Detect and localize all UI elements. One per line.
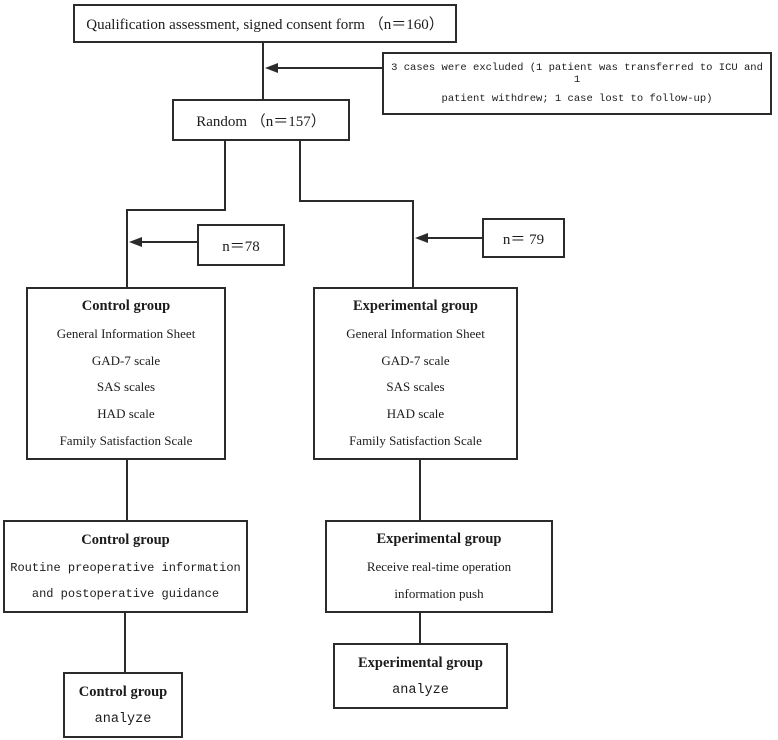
connector-experimental-assessment-to-intervention	[419, 459, 421, 520]
experimental-analysis-title: Experimental group	[358, 654, 483, 671]
connector-left-branch-horizontal	[126, 209, 226, 211]
control-assessment-title: Control group	[81, 298, 171, 315]
exclusion-arrowhead-icon	[265, 63, 278, 73]
experimental-n-label: n＝ 79	[502, 231, 545, 248]
qualification-box: Qualification assessment, signed consent…	[73, 4, 457, 43]
connector-experimental-intervention-to-analysis	[419, 612, 421, 643]
control-analysis-box: Control group analyze	[63, 672, 183, 738]
control-assessment-box: Control group General Information Sheet …	[26, 287, 226, 460]
control-intervention-box: Control group Routine preoperative infor…	[3, 520, 248, 613]
experimental-intervention-line2: information push	[394, 585, 484, 601]
random-label: Random （n＝157）	[196, 113, 326, 130]
connector-n78-horizontal	[140, 241, 197, 243]
control-analysis-title: Control group	[78, 683, 168, 700]
assessment-item: General Information Sheet	[346, 325, 485, 341]
n79-arrowhead-icon	[415, 233, 428, 243]
experimental-assessment-box: Experimental group General Information S…	[313, 287, 518, 460]
experimental-intervention-box: Experimental group Receive real-time ope…	[325, 520, 553, 613]
connector-right-branch-down	[412, 200, 414, 287]
connector-left-branch-down	[126, 209, 128, 287]
assessment-item: SAS scales	[96, 379, 156, 395]
assessment-item: GAD-7 scale	[91, 352, 161, 368]
qualification-label: Qualification assessment, signed consent…	[86, 17, 444, 33]
experimental-assessment-title: Experimental group	[353, 298, 478, 315]
control-intervention-line2: and postoperative guidance	[31, 587, 220, 601]
assessment-item: HAD scale	[97, 405, 155, 421]
assessment-item: Family Satisfaction Scale	[59, 432, 193, 448]
assessment-item: Family Satisfaction Scale	[349, 432, 482, 448]
assessment-item: HAD scale	[386, 405, 445, 421]
experimental-intervention-title: Experimental group	[376, 531, 502, 548]
experimental-analysis-box: Experimental group analyze	[333, 643, 508, 709]
exclusion-box: 3 cases were excluded (1 patient was tra…	[382, 52, 772, 115]
connector-top-to-random	[262, 43, 264, 101]
experimental-n-box: n＝ 79	[482, 218, 565, 258]
exclusion-line1: 3 cases were excluded (1 patient was tra…	[391, 61, 763, 86]
control-analysis-label: analyze	[94, 711, 152, 727]
assessment-item: SAS scales	[386, 379, 445, 395]
assessment-item: GAD-7 scale	[381, 352, 450, 368]
assessment-item: General Information Sheet	[56, 325, 196, 341]
exclusion-line2: patient withdrew; 1 case lost to follow-…	[441, 93, 713, 106]
connector-random-left-down	[224, 141, 226, 211]
connector-control-assessment-to-intervention	[126, 459, 128, 520]
control-n-box: n＝78	[197, 224, 285, 266]
n78-arrowhead-icon	[129, 237, 142, 247]
connector-right-branch-horizontal	[299, 200, 414, 202]
connector-n79-horizontal	[426, 237, 482, 239]
random-box: Random （n＝157）	[172, 99, 350, 141]
control-intervention-line1: Routine preoperative information	[10, 561, 241, 575]
connector-control-intervention-to-analysis	[124, 612, 126, 672]
experimental-intervention-line1: Receive real-time operation	[366, 558, 512, 574]
connector-exclusion-horizontal	[276, 67, 383, 69]
connector-random-right-down	[299, 141, 301, 202]
control-intervention-title: Control group	[81, 532, 170, 548]
experimental-analysis-label: analyze	[392, 682, 449, 698]
control-n-label: n＝78	[222, 238, 260, 255]
